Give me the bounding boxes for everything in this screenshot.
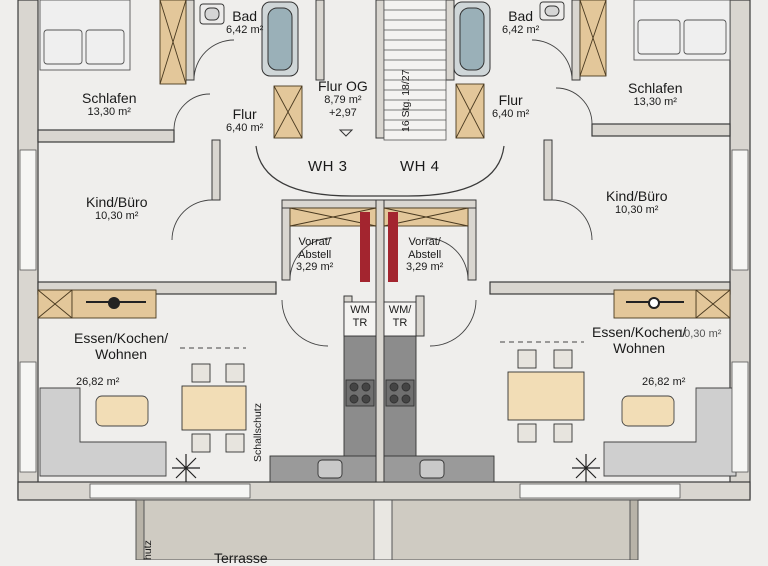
bathtub-left-icon — [261, 1, 299, 77]
room-name-line2: Wohnen — [613, 340, 666, 357]
door-arcs — [171, 39, 593, 347]
room-name: Flur — [498, 92, 523, 108]
unit-label-right: WH 4 — [400, 158, 440, 175]
room-vorrat-left: Vorrat/ Abstell 3,29 m² — [296, 236, 333, 274]
room-area: 6,42 m² — [502, 24, 540, 37]
room-flur-og: Flur OG 8,79 m² +2,97 — [318, 78, 368, 119]
room-name-line1: Vorrat/ — [408, 236, 441, 248]
room-area: 6,40 m² — [226, 122, 264, 135]
room-name-line1: Essen/Kochen/ — [74, 330, 169, 346]
sofa-right-icon — [603, 387, 737, 477]
room-area: 3,29 m² — [296, 261, 334, 274]
stairs-label: 16 Stg. 18/27 — [400, 69, 412, 132]
room-area-essen-left: 26,82 m² — [76, 376, 120, 388]
room-area: 13,30 m² — [87, 106, 131, 119]
room-name: Kind/Büro — [86, 194, 148, 210]
utility-line1: WM — [350, 304, 370, 316]
bed-right-icon — [633, 0, 731, 61]
room-schlafen-right: Schlafen 13,30 m² — [628, 80, 682, 109]
utility-line1: WM/ — [388, 304, 412, 316]
room-area: 6,42 m² — [226, 24, 264, 37]
room-area: 8,79 m² — [324, 94, 362, 107]
windows — [19, 149, 749, 499]
room-name-line1: Essen/Kochen/ — [592, 324, 687, 340]
room-name: Bad — [508, 8, 534, 24]
room-area: 10,30 m² — [615, 204, 659, 217]
utility-line2: TR — [392, 316, 408, 329]
room-kind-right: Kind/Büro 10,30 m² — [606, 188, 667, 217]
utility-wm-right: WM/ TR — [386, 304, 414, 329]
ceiling-dashed-lines — [180, 341, 584, 349]
bed-left-icon — [39, 0, 131, 71]
room-name: Kind/Büro — [606, 188, 668, 204]
kitchen-left-icon — [269, 335, 377, 483]
utility-boxes — [343, 301, 417, 337]
sofa-left-icon — [39, 387, 167, 477]
bathtub-right-icon — [453, 1, 491, 77]
floor-level: +2,97 — [328, 106, 357, 119]
room-area: 6,40 m² — [492, 108, 530, 121]
landing-outline — [255, 145, 505, 197]
room-name-line2: Wohnen — [95, 346, 148, 363]
terrasse-partial-label: Terrasse — [214, 550, 268, 566]
room-kind-left: Kind/Büro 10,30 m² — [86, 194, 147, 223]
unit-label-left: WH 3 — [308, 158, 348, 175]
room-area: 10,30 m² — [95, 210, 139, 223]
room-name-line2: Abstell — [298, 248, 332, 261]
plant-icon — [172, 454, 600, 482]
room-essen-left: Essen/Kochen/ Wohnen — [74, 330, 168, 362]
room-name-line2: Abstell — [408, 248, 442, 261]
ghost-area-label: 10,30 m² — [678, 328, 722, 340]
schallschutz-label: Schallschutz — [252, 403, 264, 462]
sink-right-icon — [539, 1, 565, 21]
room-bad-right: Bad 6,42 m² — [502, 8, 539, 37]
room-name-line1: Vorrat/ — [298, 236, 331, 248]
room-area: 3,29 m² — [406, 261, 444, 274]
kitchen-right-icon — [383, 335, 495, 483]
room-name: Schlafen — [82, 90, 137, 106]
dining-table-right-icon — [507, 349, 585, 443]
room-name: Bad — [232, 8, 258, 24]
room-flur-left: Flur 6,40 m² — [226, 106, 263, 135]
room-schlafen-left: Schlafen 13,30 m² — [82, 90, 136, 119]
room-area-essen-right: 26,82 m² — [642, 376, 686, 388]
sound-insulation-marks — [360, 212, 398, 282]
utility-line2: TR — [352, 316, 368, 329]
room-name: Schlafen — [628, 80, 683, 96]
staircase — [383, 0, 447, 141]
sink-left-icon — [199, 3, 225, 25]
room-name: Flur — [232, 106, 257, 122]
room-name: Flur OG — [318, 78, 368, 94]
schutz-partial-label: hutz — [142, 540, 154, 560]
utility-wm-left: WM TR — [346, 304, 374, 329]
terraces — [135, 499, 639, 560]
room-flur-right: Flur 6,40 m² — [492, 92, 529, 121]
room-area: 13,30 m² — [633, 96, 677, 109]
room-bad-left: Bad 6,42 m² — [226, 8, 263, 37]
level-marker-icon — [338, 129, 354, 137]
room-vorrat-right: Vorrat/ Abstell 3,29 m² — [406, 236, 443, 274]
media-console-icons — [86, 297, 684, 309]
dining-table-left-icon — [181, 363, 247, 453]
room-essen-right: Essen/Kochen/ Wohnen — [592, 324, 686, 356]
